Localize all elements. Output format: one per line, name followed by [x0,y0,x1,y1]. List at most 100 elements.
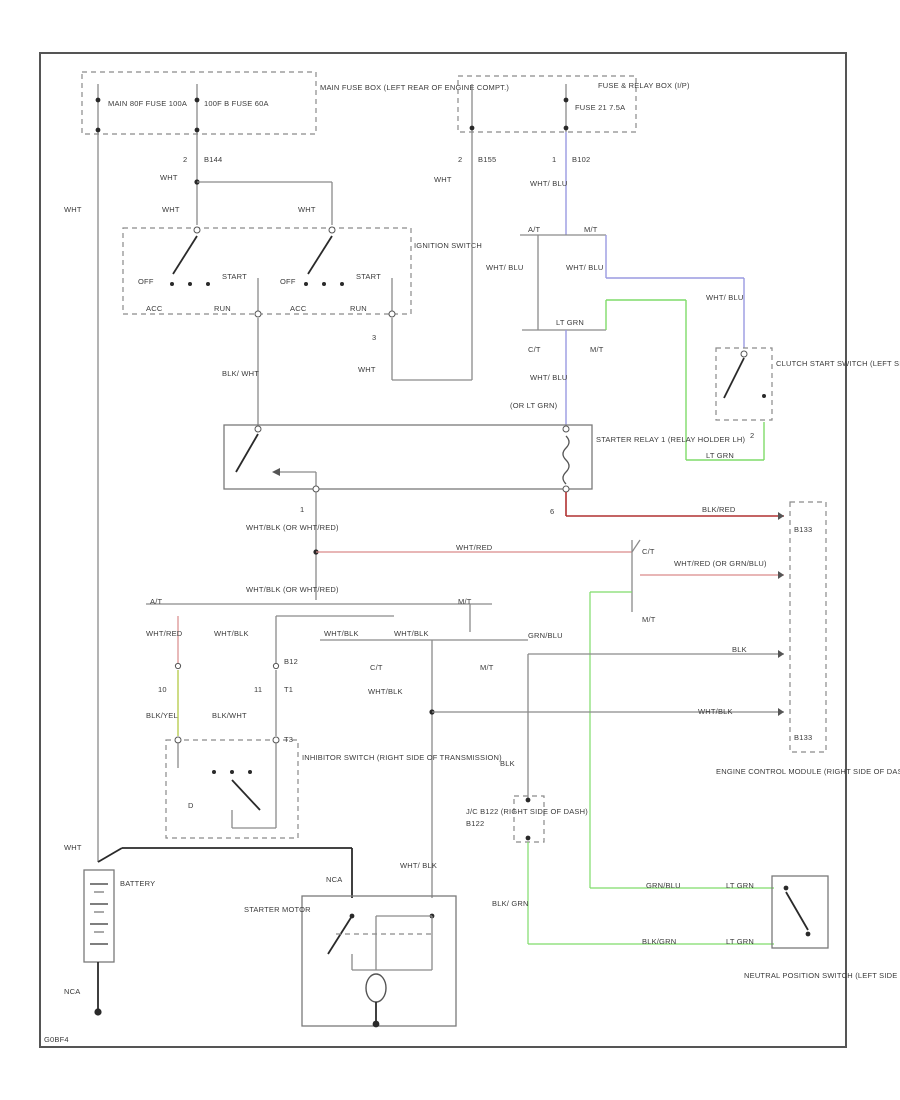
wire-blk-mid: BLK [500,759,515,768]
relay-box-label: FUSE & RELAY BOX (I/P) [598,81,690,90]
wire-wht-batt: WHT [64,843,82,852]
ign-run-right: RUN [350,304,367,313]
ign-acc-right: ACC [290,304,307,313]
ign-start-right: START [356,272,381,281]
battery: BATTERY WHT NCA [64,843,353,1016]
pin-1a: 1 [552,155,556,164]
wire-blk-grn: BLK/ GRN [492,899,529,908]
wire-lt-grn-nps-1: LT GRN [726,881,754,890]
wire-wht-blu-4: WHT/ BLU [706,293,743,302]
connector-b155: B155 [478,155,496,164]
variant-ct-mid: C/T [370,663,383,672]
wire-wht-below-sw: WHT [358,365,376,374]
main-fuse-label: MAIN 80F FUSE 100A [108,99,187,108]
connector-b133-top: B133 [794,525,812,534]
wire-wht-to-ign: WHT [434,175,452,184]
inh-d-label: D [188,801,194,810]
variant-mt-bus: M/T [458,597,472,606]
variant-mt-mid: M/T [480,663,494,672]
diagram-frame [39,52,847,1048]
connector-t3: T3 [284,735,293,744]
main-fuse-box-label: MAIN FUSE BOX (LEFT REAR OF ENGINE COMPT… [320,83,509,92]
wire-wht-blk-ecm: WHT/BLK [698,707,733,716]
ignition-switch: OFF START ACC RUN OFF START ACC RUN IGNI… [122,226,482,318]
diagram-code: G0BF4 [44,1035,69,1044]
nca-batt: NCA [64,987,80,996]
starter-relay: STARTER RELAY 1 (RELAY HOLDER LH) [223,424,745,493]
connector-b122: B122 [466,819,484,828]
wire-wht-main: WHT [64,205,82,214]
battery-label: BATTERY [120,879,155,888]
wire-blk-ecm: BLK [732,645,747,654]
variant-mt-ecm: M/T [642,615,656,624]
fuse21-label: FUSE 21 7.5A [575,103,625,112]
wire-wht-blk-b: WHT/BLK [394,629,429,638]
starter-motor-label: STARTER MOTOR [244,905,311,914]
variant-at-top: A/T [528,225,540,234]
pin-3: 3 [372,333,376,342]
ecm-label: ENGINE CONTROL MODULE (RIGHT SIDE OF DAS… [716,767,900,776]
pin-1b: 1 [300,505,304,514]
connector-b144: B144 [204,155,222,164]
wire-wht-blk-a: WHT/BLK [324,629,359,638]
wire-blk-wht: BLK/ WHT [222,369,259,378]
wire-wht-sw-left: WHT [160,173,178,182]
wire-grn-blu-bottom: GRN/BLU [646,881,681,890]
wire-wht-blu-relay: WHT/ BLU [530,373,567,382]
ign-off-left: OFF [138,277,154,286]
ign-acc: ACC [146,304,163,313]
variant-ct-relay: C/T [528,345,541,354]
connector-b102: B102 [572,155,590,164]
variant-ct-ecm: C/T [642,547,655,556]
wire-lt-grn-nps-2: LT GRN [726,937,754,946]
wire-wht-blu-1: WHT/ BLU [530,179,567,188]
wire-wht-blu-2: WHT/ BLU [486,263,523,272]
connector-t1: T1 [284,685,293,694]
starter-motor: STARTER MOTOR NCA WHT/ BLK [244,861,457,1028]
neutral-position-switch: NEUTRAL POSITION SWITCH (LEFT SIDE OF TR… [744,875,900,980]
inhibitor-switch: D T3 INHIBITOR SWITCH (RIGHT SIDE OF TRA… [165,735,502,839]
ignition-switch-label: IGNITION SWITCH [414,241,482,250]
variant-mt-relay: M/T [590,345,604,354]
wire-blk-yel: BLK/YEL [146,711,178,720]
connector-b133-bottom: B133 [794,733,812,742]
wire-blk-wht-inh: BLK/WHT [212,711,247,720]
clutch-start-switch: CLUTCH START SWITCH (LEFT SIDE OF DASH) … [715,347,900,440]
wire-lt-grn-bottom: LT GRN [706,451,734,460]
starter-relay-label: STARTER RELAY 1 (RELAY HOLDER LH) [596,435,745,444]
nca-starter: NCA [326,875,342,884]
wire-lt-grn-top: LT GRN [556,318,584,327]
engine-control-module: B133 B133 ENGINE CONTROL MODULE (RIGHT S… [716,501,900,776]
wire-wht-blk-or-red-2: WHT/BLK (OR WHT/RED) [246,585,339,594]
wire-or-lt-grn: (OR LT GRN) [510,401,558,410]
wire-wht-blk-starter: WHT/ BLK [400,861,437,870]
wire-blk-grn-bottom: BLK/GRN [642,937,676,946]
wire-blk-red-ecm: BLK/RED [702,505,736,514]
inhibitor-label: INHIBITOR SWITCH (RIGHT SIDE OF TRANSMIS… [302,753,502,762]
ign-off-right: OFF [280,277,296,286]
wire-wht-blu-3: WHT/ BLU [566,263,603,272]
variant-mt-top: M/T [584,225,598,234]
ign-run-left: RUN [214,304,231,313]
wire-wht-sw-mid: WHT [162,205,180,214]
main-fuse-box: MAIN 80F FUSE 100A 100F B FUSE 60A MAIN … [81,71,509,135]
joint-connector: J/C B122 (RIGHT SIDE OF DASH) B122 [466,795,588,843]
pin-2a: 2 [183,155,187,164]
wire-wht-blk-vert: WHT/BLK [368,687,403,696]
variant-grn-blu-label: GRN/BLU [528,631,563,640]
pin-6: 6 [550,507,554,516]
starter-fuse-label: 100F B FUSE 60A [204,99,269,108]
jc-label: J/C B122 (RIGHT SIDE OF DASH) [466,807,588,816]
connector-b12: B12 [284,657,298,666]
wire-wht-red-center: WHT/RED [456,543,493,552]
wire-wht-red-left: WHT/RED [146,629,183,638]
nps-label: NEUTRAL POSITION SWITCH (LEFT SIDE OF TR… [744,971,900,980]
pin-2c: 2 [750,431,754,440]
wire-wht-red-ecm: WHT/RED (OR GRN/BLU) [674,559,767,568]
wire-wht-blk-mid: WHT/BLK [214,629,249,638]
wire-wht-blk-or-red-1: WHT/BLK (OR WHT/RED) [246,523,339,532]
wire-wht-sw-right: WHT [298,205,316,214]
pin-10: 10 [158,685,167,694]
variant-at-bus: A/T [150,597,162,606]
